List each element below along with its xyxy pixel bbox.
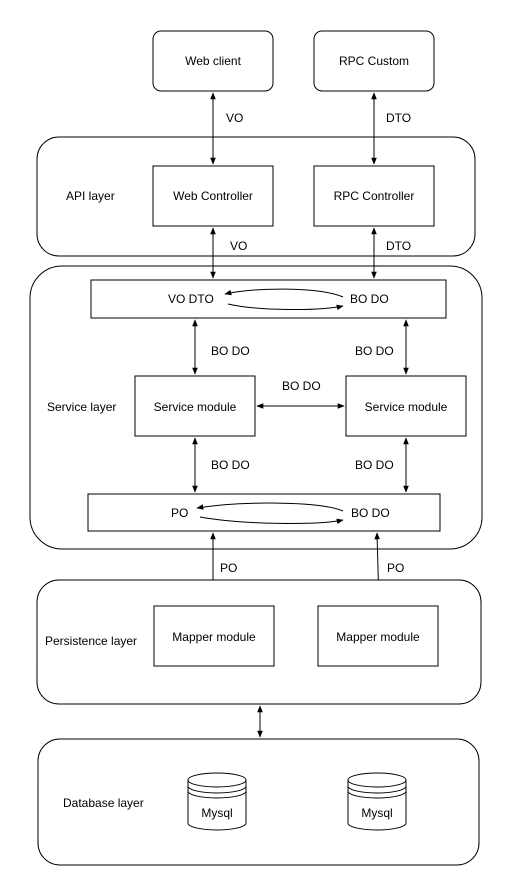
mysql-left-cylinder-icon [187, 772, 247, 831]
rpc-custom-label: RPC Custom [339, 54, 409, 68]
rpc-controller-label: RPC Controller [334, 189, 415, 203]
service-layer-label: Service layer [47, 400, 116, 414]
api-dto-label: DTO [386, 239, 411, 253]
rpc-custom-box [313, 30, 435, 92]
svc-top-left-label: BO DO [211, 344, 250, 358]
converter-top-arrow-to-left [224, 288, 344, 298]
svc-middle-label: BO DO [282, 379, 321, 393]
persist-right-label: PO [387, 561, 404, 575]
service-module-right-label: Service module [365, 400, 448, 414]
converter-top-arrow-to-right [227, 303, 344, 311]
web-controller-label: Web Controller [173, 189, 253, 203]
converter-bottom-arrow-to-left [196, 502, 344, 512]
mapper-module-right-box [317, 605, 439, 667]
converter-top-right-label: BO DO [350, 292, 389, 306]
service-module-left-label: Service module [154, 400, 237, 414]
rpc-dto-label: DTO [386, 111, 411, 125]
api-layer-label: API layer [66, 189, 115, 203]
mysql-right-cylinder-icon [347, 772, 407, 831]
web-client-box [152, 30, 274, 92]
service-layer-container [29, 265, 483, 550]
database-layer-label: Database layer [63, 796, 144, 810]
mapper-module-right-label: Mapper module [336, 630, 420, 644]
converter-bottom-arrow-to-right [199, 516, 344, 525]
service-module-left-box [134, 375, 256, 437]
persist-left-label: PO [220, 561, 237, 575]
mysql-right-label: Mysql [361, 806, 392, 820]
converter-bottom-right-label: BO DO [351, 506, 390, 520]
converter-bottom-left-label: PO [171, 506, 188, 520]
persistence-layer-label: Persistence layer [45, 634, 137, 648]
svc-bottom-left-label: BO DO [211, 458, 250, 472]
rpc-controller-box [313, 165, 435, 227]
vo-dto-converter-box [90, 279, 447, 319]
client-vo-label: VO [226, 111, 243, 125]
service-module-right-box [345, 375, 467, 437]
web-controller-box [152, 165, 274, 227]
mapper-module-left-label: Mapper module [172, 630, 256, 644]
svc-bottom-right-label: BO DO [355, 458, 394, 472]
mysql-left-label: Mysql [201, 806, 232, 820]
web-client-label: Web client [185, 54, 241, 68]
mapper-module-left-box [153, 605, 275, 667]
po-converter-box [87, 493, 441, 532]
api-vo-label: VO [230, 239, 247, 253]
database-layer-container [37, 738, 480, 866]
converter-top-left-label: VO DTO [168, 292, 214, 306]
svc-top-right-label: BO DO [355, 344, 394, 358]
